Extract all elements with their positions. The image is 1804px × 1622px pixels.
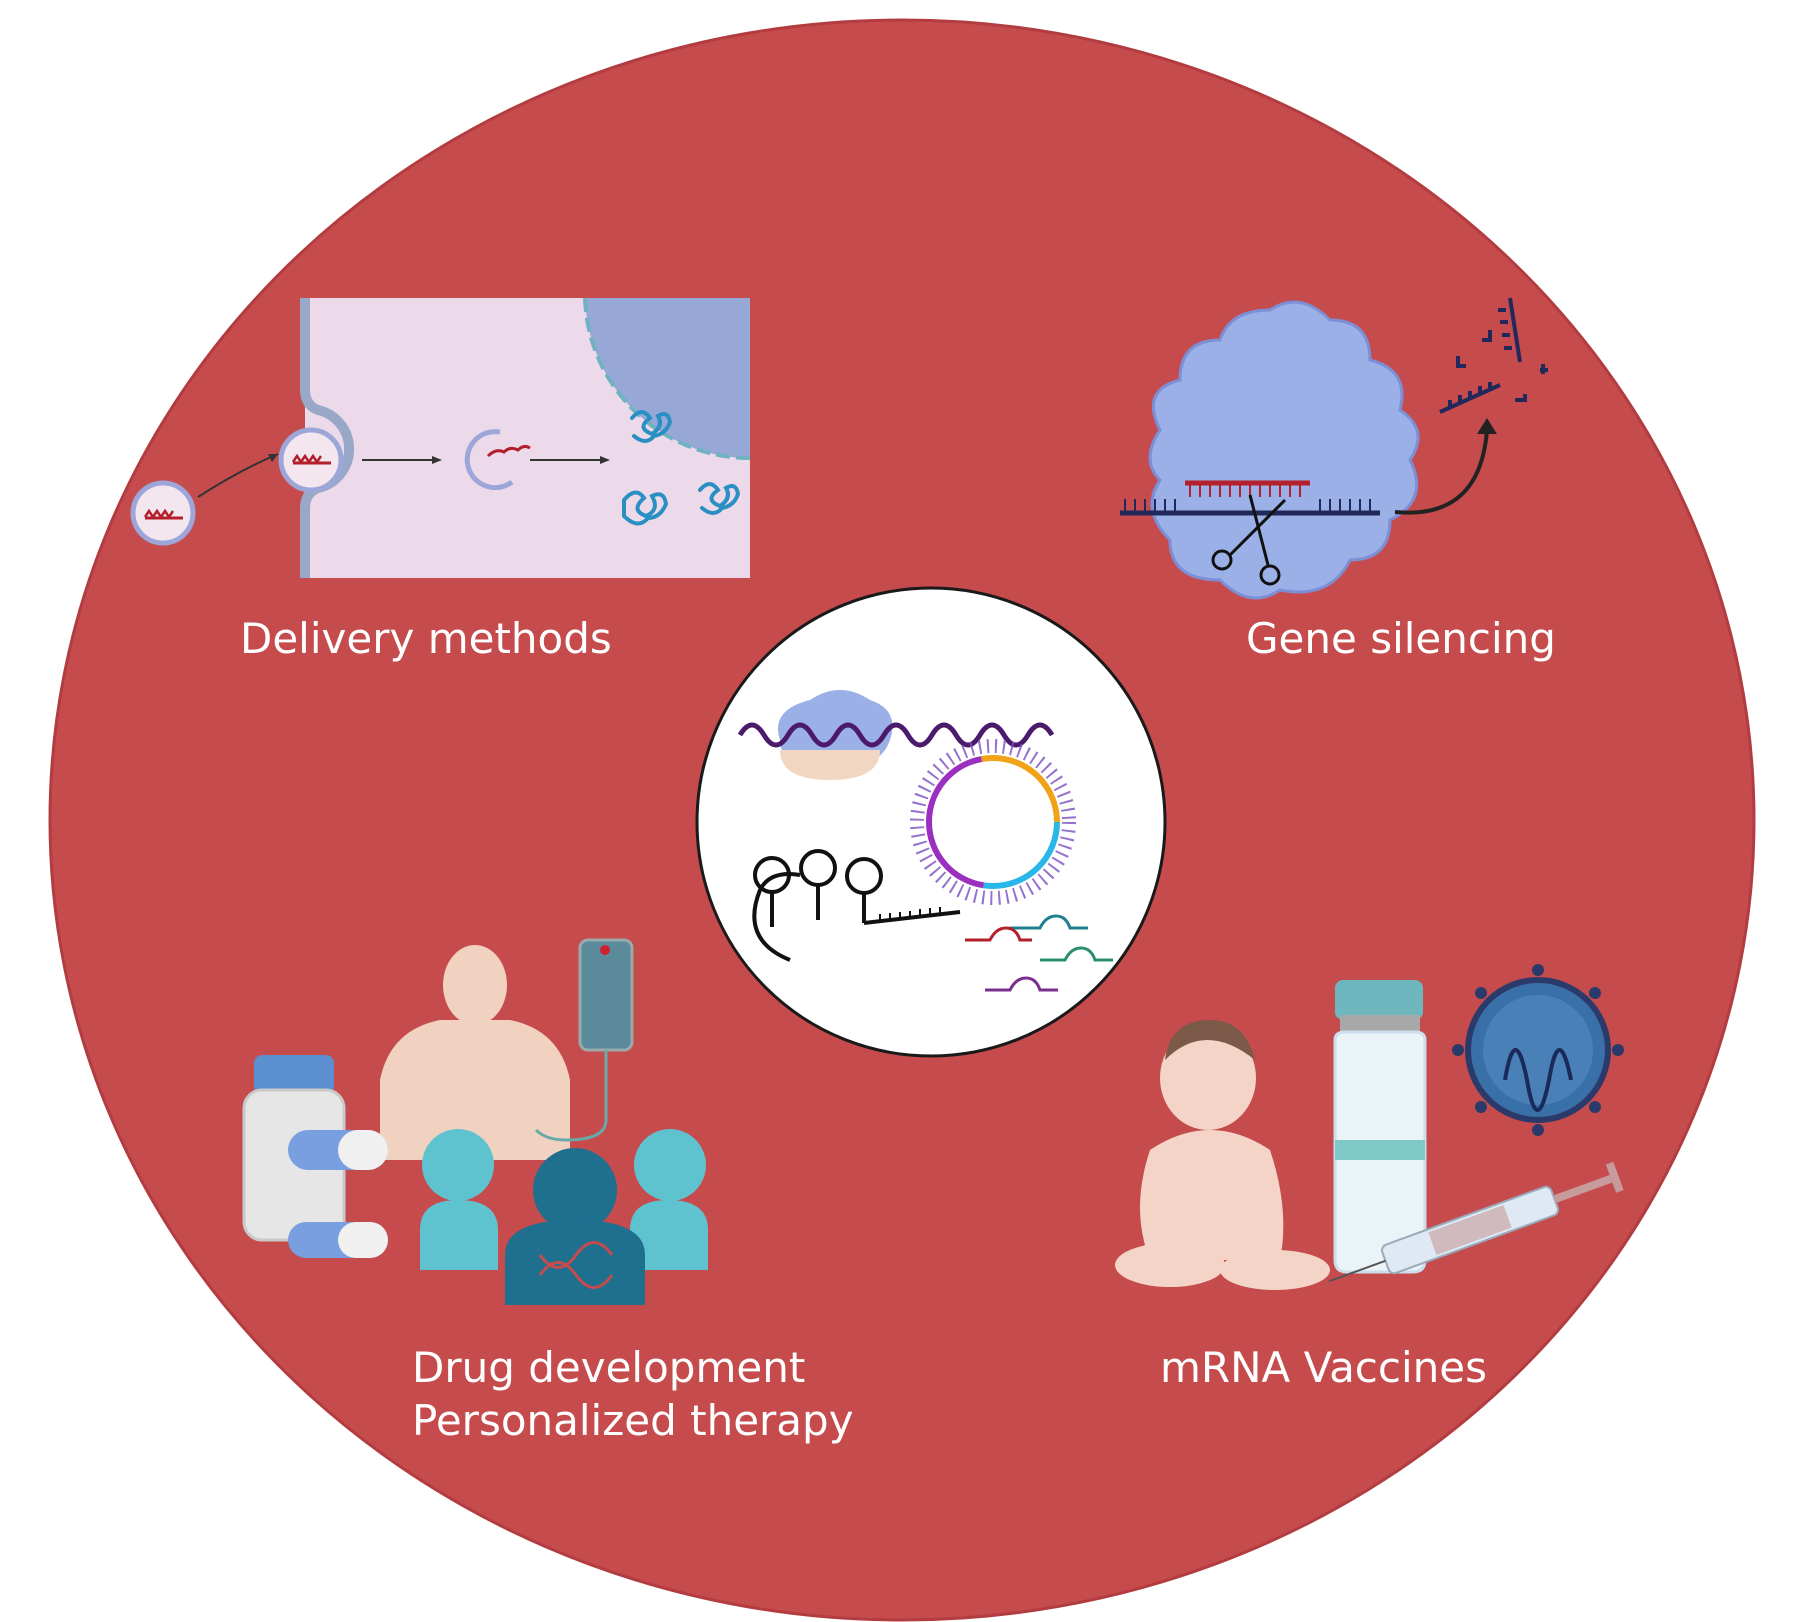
drug-development-label: Drug development Personalized therapy [412,1342,854,1447]
baby-vial-virus-syringe-icon [1115,964,1624,1290]
ribosome-scissors-icon [1120,297,1548,600]
rna-structures-icon [695,586,1167,1058]
personalized-therapy-line: Personalized therapy [412,1395,854,1445]
mrna-vaccines-label: mRNA Vaccines [1160,1343,1487,1392]
cell-delivery-icon [130,297,751,578]
drug-development-line: Drug development [412,1343,806,1392]
gene-silencing-label: Gene silencing [1246,614,1556,663]
patient-pills-people-icon [242,938,708,1305]
delivery-methods-label: Delivery methods [240,614,612,663]
